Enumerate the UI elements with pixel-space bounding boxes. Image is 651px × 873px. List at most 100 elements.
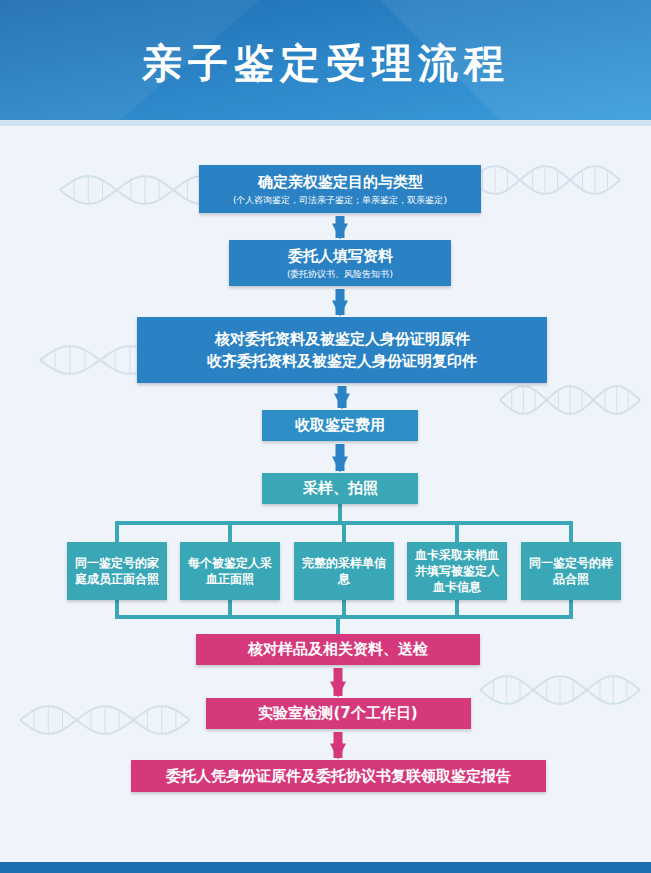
node-text: 委托人填写资料 [288, 245, 393, 268]
dna-rung [62, 710, 63, 730]
flow-arrow [334, 732, 343, 758]
branch-line [117, 504, 340, 542]
node-text: 核对样品及相关资料、送检 [248, 638, 428, 661]
dna-strand [470, 166, 620, 194]
process-box: 实验室检测(7个工作日) [206, 698, 471, 729]
dna-strand [20, 706, 190, 734]
process-box: 委托人凭身份证原件及委托协议书复联领取鉴定报告 [131, 760, 546, 792]
dna-rung [595, 166, 596, 194]
dna-rung [616, 386, 617, 414]
dna-strand [500, 386, 640, 414]
detail-box: 每个被鉴定人采血正面照 [180, 542, 280, 600]
dna-rung [130, 180, 131, 200]
node-subtext: (委托协议书、风险告知书) [287, 268, 393, 282]
flow-arrow [334, 668, 343, 696]
detail-box: 同一鉴定号的家庭成员正面合照 [67, 542, 167, 600]
dna-rung [520, 680, 521, 700]
dna-strand [20, 706, 190, 734]
node-text: 采样、拍照 [303, 477, 378, 500]
dna-rung [573, 680, 574, 700]
dna-rung [147, 710, 148, 730]
branch-line [230, 600, 338, 634]
dna-rung [607, 170, 608, 190]
node-subtext: (个人咨询鉴定，司法亲子鉴定；单亲鉴定，双亲鉴定) [233, 194, 447, 208]
branch-line [230, 504, 340, 542]
dna-strand [480, 676, 640, 704]
dna-rung [187, 180, 188, 200]
dna-rung [570, 386, 571, 414]
dna-rung [88, 176, 89, 204]
node-text: 同一鉴定号的家庭成员正面合照 [75, 555, 159, 587]
dna-rung [130, 346, 131, 374]
dna-rung [85, 350, 86, 370]
flow-arrow [336, 216, 345, 238]
dna-rung [626, 680, 627, 700]
header-strip [0, 120, 651, 126]
dna-rung [493, 680, 494, 700]
dna-rung [557, 170, 558, 190]
process-box: 核对委托资料及被鉴定人身份证明原件收齐委托资料及被鉴定人身份证明复印件 [137, 317, 547, 383]
dna-rung [482, 170, 483, 190]
dna-rung [600, 680, 601, 700]
node-text: 确定亲权鉴定目的与类型 [258, 171, 423, 194]
dna-rung [55, 350, 56, 370]
detail-box: 同一鉴定号的样品合照 [521, 542, 621, 600]
node-text: 同一鉴定号的样品合照 [529, 555, 613, 587]
dna-rung [613, 676, 614, 704]
dna-rung [546, 680, 547, 700]
dna-rung [507, 170, 508, 190]
dna-rung [511, 390, 512, 410]
footer-bar [0, 862, 651, 873]
dna-rung [581, 390, 582, 410]
dna-decoration [20, 166, 640, 734]
node-text: 完整的采样单信息 [302, 555, 386, 587]
dna-rung [545, 166, 546, 194]
dna-rung [495, 166, 496, 194]
dna-rung [175, 710, 176, 730]
dna-rung [535, 390, 536, 410]
process-box: 委托人填写资料(委托协议书、风险告知书) [229, 240, 451, 286]
flow-arrow [338, 386, 347, 408]
dna-rung [560, 676, 561, 704]
header-band [0, 0, 651, 120]
dna-rung [119, 710, 120, 730]
dna-rung [532, 170, 533, 190]
dna-rung [605, 390, 606, 410]
dna-rung [523, 386, 524, 414]
title: 亲子鉴定受理流程 [0, 36, 651, 91]
node-text: 血卡采取末梢血并填写被鉴定人血卡信息 [415, 547, 499, 596]
detail-box: 血卡采取末梢血并填写被鉴定人血卡信息 [407, 542, 507, 600]
process-box: 收取鉴定费用 [262, 410, 418, 441]
dna-rung [90, 710, 91, 730]
dna-rung [558, 390, 559, 410]
node-text: 收取鉴定费用 [295, 414, 385, 437]
dna-rung [102, 180, 103, 200]
dna-rung [161, 706, 162, 734]
process-box: 确定亲权鉴定目的与类型(个人咨询鉴定，司法亲子鉴定；单亲鉴定，双亲鉴定) [199, 165, 481, 213]
node-subtext: 收齐委托资料及被鉴定人身份证明复印件 [207, 350, 477, 373]
dna-rung [105, 706, 106, 734]
dna-rung [70, 346, 71, 374]
process-box: 采样、拍照 [262, 473, 418, 504]
dna-strand [480, 676, 640, 704]
dna-rung [115, 350, 116, 370]
flow-arrow [336, 444, 345, 471]
dna-strand [500, 386, 640, 414]
node-text: 委托人凭身份证原件及委托协议书复联领取鉴定报告 [166, 765, 511, 788]
dna-rung [34, 710, 35, 730]
dna-rung [159, 180, 160, 200]
process-box: 核对样品及相关资料、送检 [196, 634, 480, 665]
node-text: 实验室检测(7个工作日) [258, 702, 417, 725]
branch-line [338, 600, 571, 634]
dna-rung [74, 180, 75, 200]
dna-rung [145, 176, 146, 204]
dna-rung [506, 676, 507, 704]
dna-rung [48, 706, 49, 734]
node-text: 每个被鉴定人采血正面照 [188, 555, 272, 587]
branch-line [340, 504, 571, 542]
node-text: 核对委托资料及被鉴定人身份证明原件 [215, 328, 470, 351]
detail-box: 完整的采样单信息 [294, 542, 394, 600]
dna-strand [470, 166, 620, 194]
branch-line [117, 600, 338, 634]
